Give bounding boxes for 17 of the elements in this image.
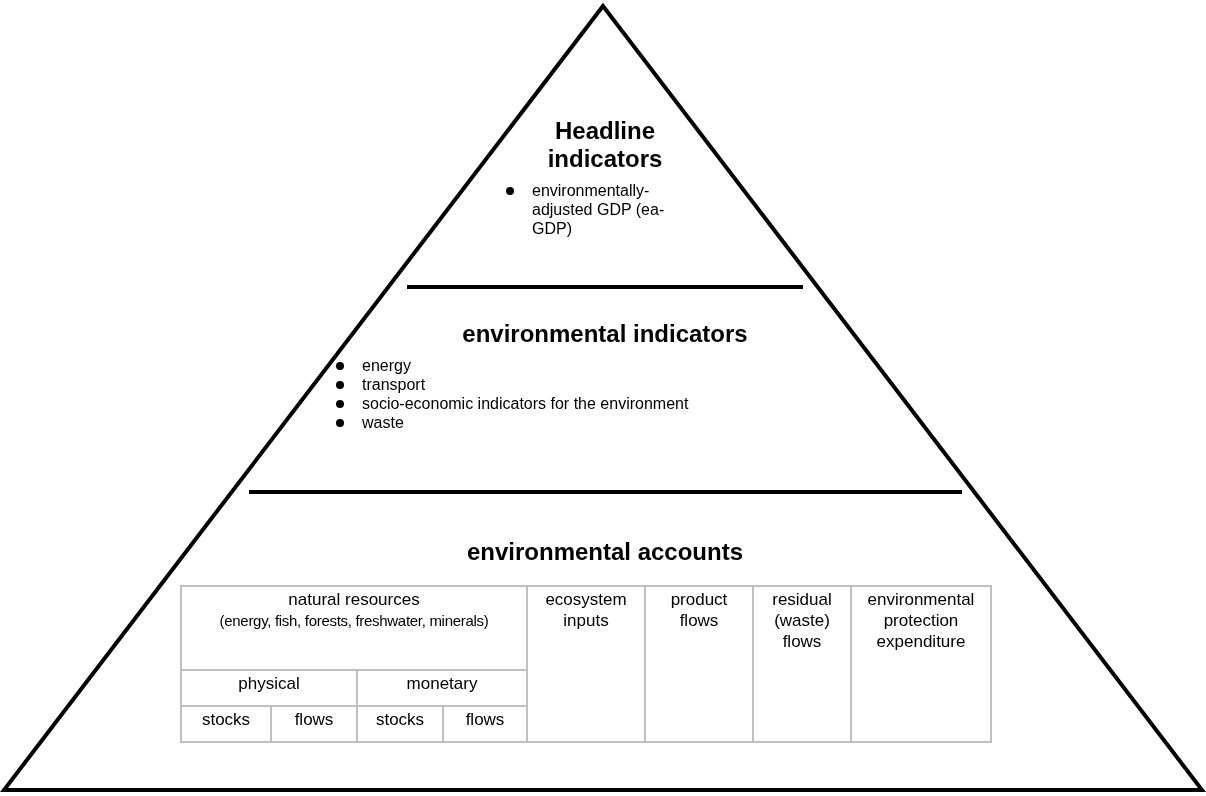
table-cell: residual (waste) flows	[753, 586, 851, 742]
table-cell: stocks	[181, 706, 271, 742]
tier-heading: environmental accounts	[465, 538, 745, 566]
table-cell: ecosystem inputs	[527, 586, 645, 742]
bullet-text: energy	[362, 357, 411, 374]
table-cell: environmental protection expenditure	[851, 586, 991, 742]
table-cell: natural resources (energy, fish, forests, freshwater, minerals)	[181, 586, 527, 670]
table-cell: physical	[181, 670, 357, 706]
tier-heading: environmental indicators	[461, 320, 749, 348]
table-cell: product flows	[645, 586, 753, 742]
bullet-text: transport	[362, 376, 426, 393]
bullet-text: environmentally-adjusted GDP (ea-GDP)	[532, 182, 665, 237]
bullet-text: socio-economic indicators for the environment	[362, 395, 689, 412]
tier-heading: Headline indicators	[546, 117, 664, 173]
table-cell: flows	[271, 706, 357, 742]
table-cell: stocks	[357, 706, 443, 742]
bullet-text: waste	[362, 414, 404, 431]
